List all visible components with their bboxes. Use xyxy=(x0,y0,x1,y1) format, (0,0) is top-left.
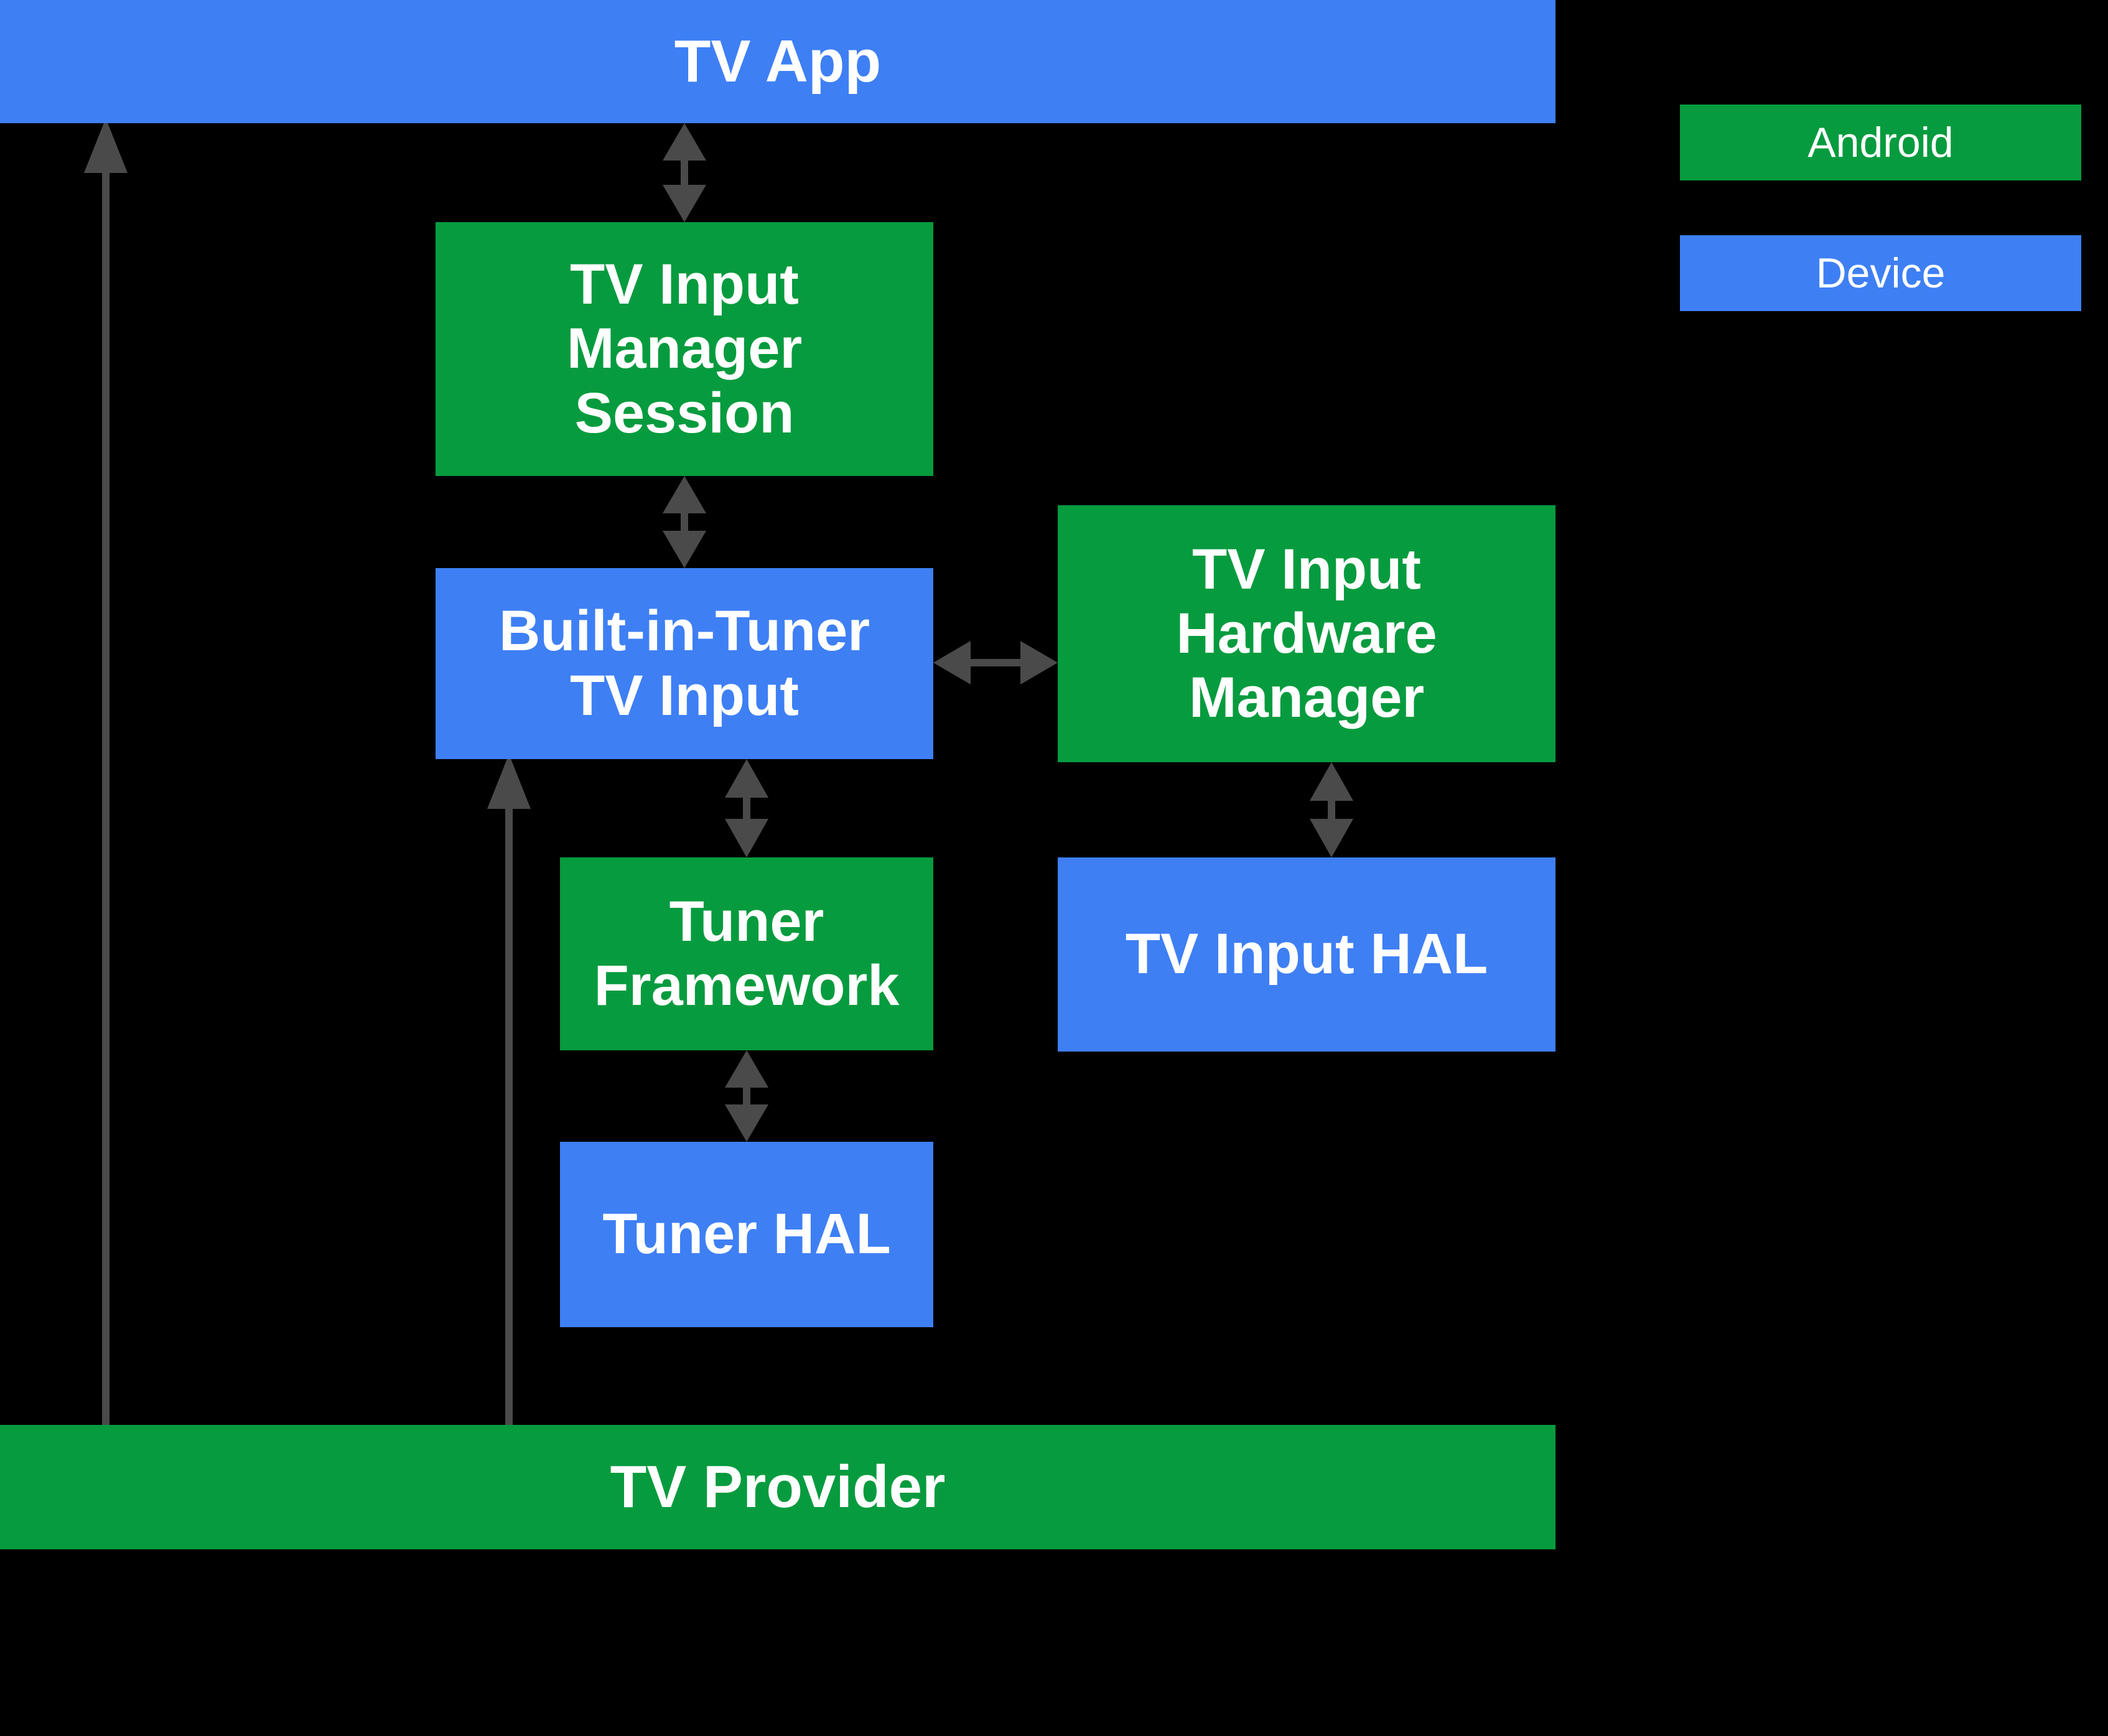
node-tv-input-hal[interactable]: TV Input HAL xyxy=(1058,857,1555,1052)
node-built-in-tuner-tv-input[interactable]: Built-in-Tuner TV Input xyxy=(436,568,933,759)
legend-item-android: Android xyxy=(1680,105,2081,180)
node-tuner-framework[interactable]: Tuner Framework xyxy=(560,857,933,1050)
arrow-tihm-to-tv-input-hal xyxy=(1310,762,1353,857)
arrow-provider-to-tuner-input xyxy=(487,754,531,1428)
arrow-session-to-tuner-input xyxy=(663,476,706,568)
node-tv-provider[interactable]: TV Provider xyxy=(0,1425,1555,1549)
node-tv-input-hardware-manager[interactable]: TV Input Hardware Manager xyxy=(1058,505,1555,762)
arrow-framework-to-tuner-hal xyxy=(725,1050,768,1142)
node-tv-app[interactable]: TV App xyxy=(0,0,1555,123)
node-tuner-hal[interactable]: Tuner HAL xyxy=(560,1142,933,1327)
arrow-provider-to-app xyxy=(84,118,128,1428)
arrow-app-to-session xyxy=(663,123,706,222)
legend-item-device: Device xyxy=(1680,235,2081,311)
arrow-tuner-input-to-framework xyxy=(725,759,768,857)
arrow-tuner-input-to-tihm xyxy=(933,641,1058,684)
node-tv-input-manager-session[interactable]: TV Input Manager Session xyxy=(436,222,933,476)
